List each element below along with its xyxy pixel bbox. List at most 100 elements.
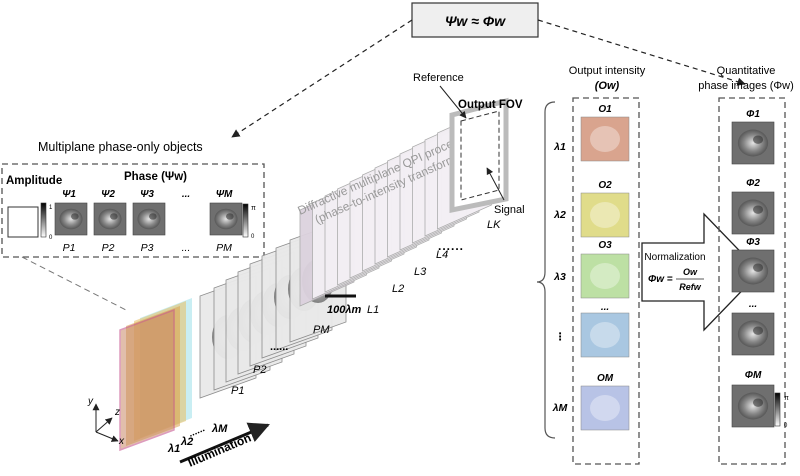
- output-intensity-title-2: (Ow): [595, 80, 620, 92]
- plane-label: P3: [141, 242, 154, 254]
- amplitude-tile: [7, 206, 39, 238]
- phi-label: ...: [749, 299, 757, 310]
- output-lambda-label: ⋮: [555, 331, 566, 343]
- amp-scale-bottom: 0: [49, 235, 53, 241]
- output-tile: [580, 116, 630, 162]
- amplitude-label: Amplitude: [6, 175, 62, 187]
- objects-title: Multiplane phase-only objects: [38, 140, 203, 154]
- phase-colorbar: [242, 203, 249, 238]
- reference-label: Reference: [413, 72, 464, 84]
- layer-label: L1: [367, 304, 379, 316]
- axis-z-label: z: [114, 407, 120, 418]
- psi-label: ΨM: [216, 189, 233, 200]
- phi-label: Φ2: [746, 178, 760, 189]
- plane-label: P1: [63, 242, 76, 254]
- phi-scale-bottom: 0: [784, 423, 788, 429]
- phase-tile-5: [209, 202, 243, 236]
- obj-plane-dots: ......: [270, 341, 288, 353]
- arrow-to-objects: [231, 19, 413, 138]
- signal-label: Signal: [494, 204, 525, 216]
- phi-label: Φ1: [746, 109, 760, 120]
- axis-z: [95, 417, 113, 433]
- output-fov-label: Output FOV: [458, 99, 523, 111]
- layer-dots: ......: [438, 239, 464, 253]
- quantitative-title-1: Quantitative: [717, 65, 776, 77]
- phase-tile-1: [54, 202, 88, 236]
- phi-tile-1: [731, 121, 775, 165]
- phase-tiles: [54, 202, 243, 236]
- output-o-label: ...: [601, 302, 609, 313]
- illumination-arrow: [179, 422, 270, 464]
- plane-label: P2: [102, 242, 115, 254]
- output-fov: Output FOV Reference Signal: [413, 72, 525, 216]
- phi-label: ΦM: [745, 370, 762, 381]
- layer-label: L4: [436, 249, 448, 261]
- output-tile: [580, 312, 630, 358]
- output-o-label: O1: [598, 104, 612, 115]
- reference-arrow: [439, 85, 467, 119]
- arrow-to-quantitative: [537, 19, 746, 86]
- psi-label: Ψ1: [62, 189, 76, 200]
- output-tile: [580, 253, 630, 299]
- lambda-1: λ1: [167, 443, 180, 455]
- obj-plane-p2: P2: [253, 364, 266, 376]
- layer-label: L3: [414, 266, 427, 278]
- output-o-label: OM: [597, 373, 614, 384]
- phi-tiles: [731, 121, 775, 428]
- phi-tile-3: [731, 249, 775, 293]
- phase-label: Phase (Ψw): [124, 171, 187, 183]
- output-tiles: [580, 116, 630, 431]
- scale-bar: 100λm: [325, 294, 361, 316]
- psi-label: Ψ3: [140, 189, 154, 200]
- output-lambda-label: λM: [552, 402, 568, 414]
- equation-box: Ψw ≈ Φw: [411, 2, 539, 38]
- normalization-arrow: Normalization Φw = Ow Refw: [641, 212, 761, 332]
- output-intensity-title-1: Output intensity: [569, 65, 646, 77]
- layer-label: LK: [487, 219, 501, 231]
- normalization-numerator: Ow: [683, 267, 698, 277]
- layer-labels: L1 L2 L3 L4 LK: [367, 219, 501, 316]
- phi-tile-4: [731, 312, 775, 356]
- output-brace: [536, 101, 556, 439]
- equation-top: Ψw ≈ Φw: [445, 13, 506, 29]
- normalization-denominator: Refw: [679, 282, 702, 292]
- lambda-m: λM: [211, 423, 228, 435]
- output-lambda-label: λ2: [553, 209, 566, 221]
- phase-scale-bottom: 0: [251, 234, 255, 240]
- phi-colorbar: [774, 392, 781, 427]
- quantitative-title-2: phase images (Φw): [698, 80, 794, 92]
- axis-y-label: y: [87, 396, 94, 407]
- obj-plane-pm: PM: [313, 324, 330, 336]
- output-lambda-label: λ3: [553, 271, 566, 283]
- psi-label: Ψ2: [101, 189, 115, 200]
- lambda-dots: ......: [187, 423, 207, 440]
- illumination-planes: [119, 298, 192, 452]
- output-tile: [580, 192, 630, 238]
- phi-label: Φ3: [746, 237, 760, 248]
- output-o-label: O3: [598, 240, 612, 251]
- signal-arrow: [486, 167, 505, 201]
- axis-x-label: x: [118, 436, 125, 447]
- layer-label: L2: [392, 283, 404, 295]
- lambda-2: λ2: [180, 436, 193, 448]
- normalization-title: Normalization: [644, 252, 705, 263]
- phi-tile-5: [731, 384, 775, 428]
- scale-bar-label: 100λm: [327, 304, 361, 316]
- phi-scale-top: π: [784, 395, 789, 402]
- obj-plane-p1: P1: [231, 385, 244, 397]
- phase-tile-2: [93, 202, 127, 236]
- amp-scale-top: 1: [49, 205, 53, 211]
- plane-label: ...: [182, 242, 191, 254]
- zoom-line-left: [21, 256, 129, 312]
- output-o-label: O2: [598, 180, 612, 191]
- phase-tile-3: [132, 202, 166, 236]
- phi-tile-2: [731, 191, 775, 235]
